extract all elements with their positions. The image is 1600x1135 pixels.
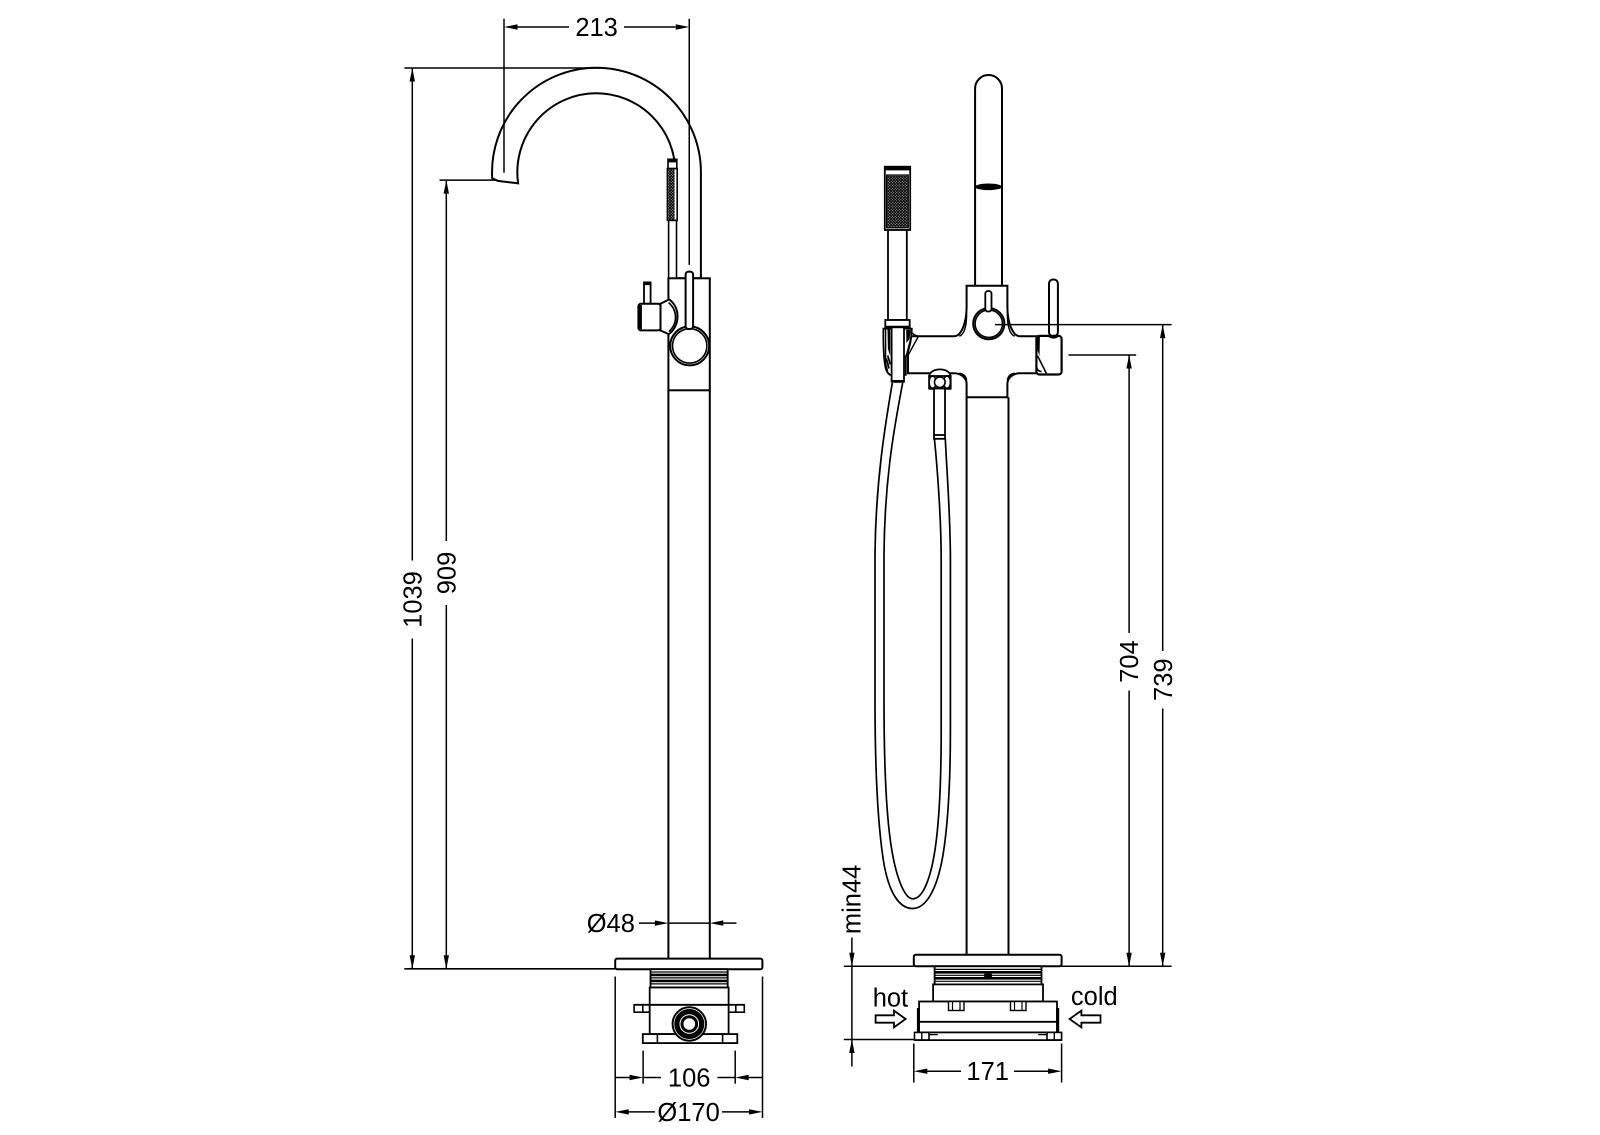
svg-text:739: 739 — [1150, 658, 1178, 701]
svg-text:1039: 1039 — [399, 571, 427, 628]
svg-text:704: 704 — [1116, 640, 1144, 683]
svg-text:hot: hot — [873, 984, 908, 1012]
svg-text:213: 213 — [575, 14, 618, 42]
svg-text:Ø170: Ø170 — [657, 1099, 719, 1127]
svg-text:cold: cold — [1071, 983, 1118, 1011]
svg-text:106: 106 — [668, 1064, 711, 1092]
svg-text:Ø48: Ø48 — [587, 910, 635, 938]
svg-text:min44: min44 — [839, 865, 867, 934]
svg-text:171: 171 — [966, 1058, 1009, 1086]
svg-text:909: 909 — [433, 552, 461, 595]
